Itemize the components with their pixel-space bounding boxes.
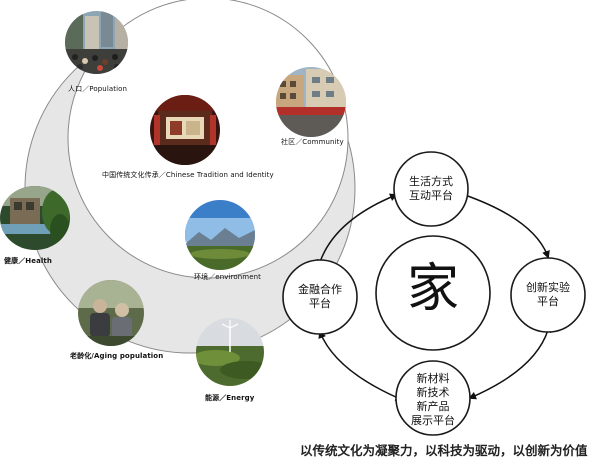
arrow-bottom-left xyxy=(318,330,404,401)
health-photo xyxy=(0,186,70,250)
arrow-top-right xyxy=(459,191,550,259)
top-node-line-2: 互动平台 xyxy=(409,189,453,202)
bottom-node xyxy=(395,360,471,436)
energy-photo xyxy=(196,318,264,386)
center-node xyxy=(375,235,491,351)
arrow-right-bottom xyxy=(468,324,552,400)
health-label: 健康／Health xyxy=(4,257,52,265)
tradition-label: 中国传统文化传承／Chinese Tradition and Identity xyxy=(102,171,274,179)
bottom-node-label: 新材料 新技术 新产品 展示平台 xyxy=(398,372,468,428)
community-label: 社区／Community xyxy=(281,138,344,146)
right-node xyxy=(510,257,586,333)
population-label: 人口／Population xyxy=(68,85,128,93)
tradition-photo xyxy=(150,95,220,165)
bottom-node-line-3: 新产品 xyxy=(416,400,450,413)
environment-photo xyxy=(185,200,255,270)
left-node xyxy=(282,259,358,335)
aging-photo xyxy=(78,280,144,346)
aging-label: 老龄化/Aging population xyxy=(70,352,164,360)
bottom-node-line-1: 新材料 xyxy=(416,372,450,385)
population-photo xyxy=(65,11,128,74)
community-photo xyxy=(276,67,346,137)
right-node-line-1: 创新实验 xyxy=(526,281,570,294)
energy-label: 能源／Energy xyxy=(205,394,255,402)
caption: 以传统文化为凝聚力，以科技为驱动，以创新为价值 xyxy=(300,443,588,458)
top-node-line-1: 生活方式 xyxy=(409,175,453,188)
center-node-label: 家 xyxy=(406,259,459,319)
bottom-node-line-2: 新技术 xyxy=(416,386,450,399)
left-node-label: 金融合作 平台 xyxy=(285,283,355,311)
top-node-label: 生活方式 互动平台 xyxy=(396,175,466,203)
right-node-line-2: 平台 xyxy=(537,295,559,308)
left-node-line-2: 平台 xyxy=(309,297,331,310)
top-node xyxy=(393,151,469,227)
environment-label: 环境／environment xyxy=(194,273,261,281)
arrow-left-top xyxy=(316,193,398,268)
left-node-line-1: 金融合作 xyxy=(298,283,342,296)
right-node-label: 创新实验 平台 xyxy=(513,281,583,309)
bottom-node-line-4: 展示平台 xyxy=(411,414,455,427)
